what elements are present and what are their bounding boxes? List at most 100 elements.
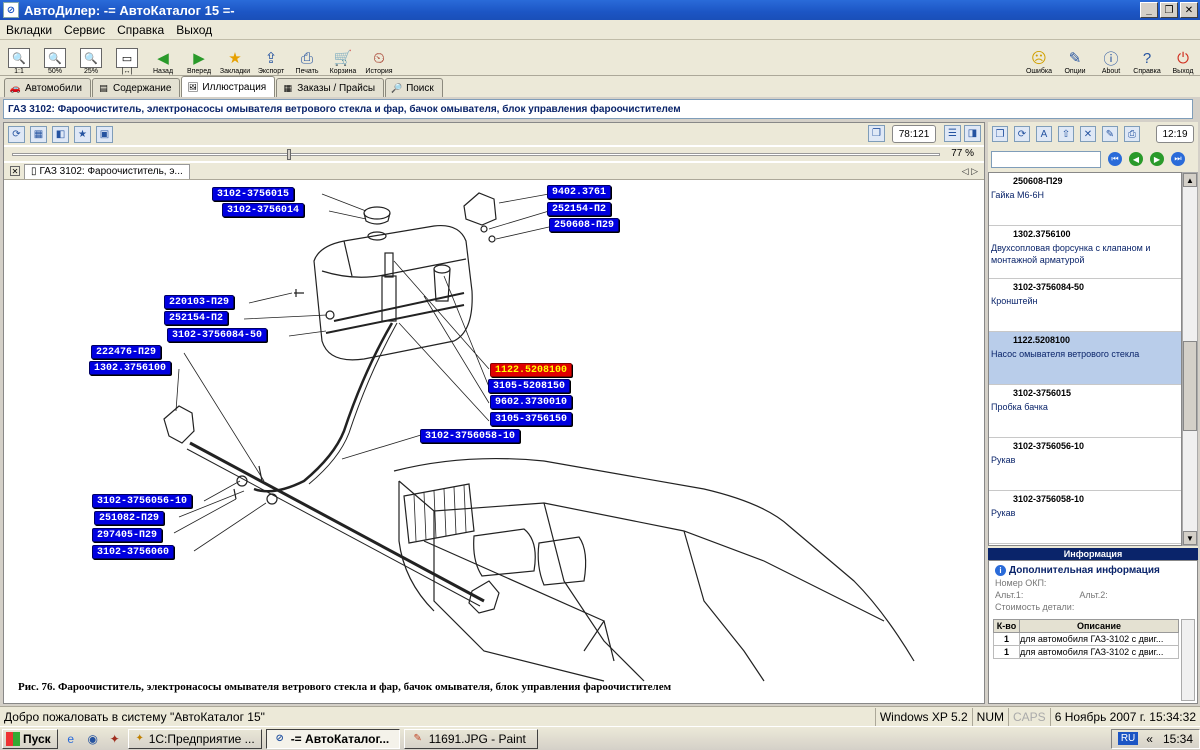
col-description: Описание xyxy=(1019,619,1179,633)
scroll-thumb[interactable] xyxy=(1183,341,1197,431)
exit-button[interactable]: ⏻Выход xyxy=(1172,49,1194,76)
export-button[interactable]: ⇪Экспорт xyxy=(257,50,285,75)
zoom-fit-button[interactable]: ▭|↔| xyxy=(110,41,144,75)
refresh-icon[interactable]: ⟳ xyxy=(8,125,25,143)
back-button[interactable]: ◀Назад xyxy=(152,50,174,75)
close-button[interactable]: ✕ xyxy=(1180,2,1198,18)
print-button[interactable]: ⎙Печать xyxy=(295,49,319,76)
options-button[interactable]: ✎Опции xyxy=(1064,50,1086,75)
history-button[interactable]: ⏲История xyxy=(365,49,393,76)
part-label-1122-5208100-selected[interactable]: 1122.5208100 xyxy=(490,363,573,377)
part-label-3102-3756060[interactable]: 3102-3756060 xyxy=(92,545,175,559)
menu-service[interactable]: Сервис xyxy=(64,22,106,37)
tab-scroll-arrows[interactable]: ◁ ▷ xyxy=(961,165,978,176)
print-icon[interactable]: ⎙ xyxy=(1124,126,1140,142)
part-label-3102-3756084-50[interactable]: 3102-3756084-50 xyxy=(167,328,268,342)
zoom-slider[interactable] xyxy=(12,149,940,160)
part-label-1302-3756100[interactable]: 1302.3756100 xyxy=(89,361,172,375)
forward-button[interactable]: ▶Вперед xyxy=(186,50,212,75)
minimize-button[interactable]: _ xyxy=(1140,2,1158,18)
menu-help[interactable]: Справка xyxy=(117,22,165,37)
table-row[interactable]: 1 для автомобиля ГАЗ-3102 с двиг... xyxy=(993,632,1179,646)
zoom-slider-thumb[interactable] xyxy=(287,149,291,160)
close-tab-icon[interactable]: ✕ xyxy=(10,166,20,176)
cart-icon: 🛒 xyxy=(333,50,353,67)
tab-illustration[interactable]: 🖼Иллюстрация xyxy=(181,76,276,97)
part-label-220103-p29[interactable]: 220103-П29 xyxy=(164,295,235,309)
layers-icon[interactable]: ◧ xyxy=(52,125,69,143)
document-tab[interactable]: ▯ГАЗ 3102: Фароочиститель, э... xyxy=(24,163,190,179)
zoom-25-button[interactable]: 🔍25% xyxy=(74,41,108,75)
menu-tabs[interactable]: Вкладки xyxy=(6,22,53,37)
part-label-252154-p2[interactable]: 252154-П2 xyxy=(547,202,612,216)
part-label-3102-3756014[interactable]: 3102-3756014 xyxy=(222,203,305,217)
task-paint[interactable]: ✎11691.JPG - Paint xyxy=(403,728,538,749)
part-label-222476-p29[interactable]: 222476-П29 xyxy=(91,345,162,359)
up-arrow-icon[interactable]: ⇧ xyxy=(1058,126,1074,142)
info-scrollbar[interactable] xyxy=(1181,619,1195,701)
next-record-icon[interactable]: ▶ xyxy=(1150,152,1164,166)
image-icon[interactable]: ▣ xyxy=(96,125,113,143)
tray-expand-icon[interactable]: « xyxy=(1146,731,1153,746)
prev-record-icon[interactable]: ◀ xyxy=(1129,152,1143,166)
scroll-down-icon[interactable]: ▼ xyxy=(1183,531,1197,545)
cart-button[interactable]: 🛒Корзина xyxy=(329,50,357,75)
part-label-251082-p29[interactable]: 251082-П29 xyxy=(94,511,165,525)
part-label-3102-3756058-10[interactable]: 3102-3756058-10 xyxy=(420,429,521,443)
task-1c[interactable]: ✦1С:Предприятие ... xyxy=(127,728,262,749)
zoom-1-1-button[interactable]: 🔍1:1 xyxy=(2,41,36,75)
part-label-3105-3756150[interactable]: 3105-3756150 xyxy=(490,412,573,426)
parts-search-input[interactable] xyxy=(991,150,1101,168)
fit-width-icon: ▭ xyxy=(116,48,138,68)
part-label-3102-3756015[interactable]: 3102-3756015 xyxy=(212,187,295,201)
first-record-icon[interactable]: ⏮ xyxy=(1108,152,1122,166)
last-record-icon[interactable]: ⏭ xyxy=(1171,152,1185,166)
bookmarks-button[interactable]: ★Закладки xyxy=(219,50,251,75)
part-label-3105-5208150[interactable]: 3105-5208150 xyxy=(488,379,571,393)
app-shortcut-icon[interactable]: ✦ xyxy=(109,731,120,746)
table-row[interactable]: 1 для автомобиля ГАЗ-3102 с двиг... xyxy=(993,645,1179,659)
tab-cars[interactable]: 🚗Автомобили xyxy=(4,78,91,97)
restore-button[interactable]: ❐ xyxy=(1160,2,1178,18)
part-label-252154-p2-b[interactable]: 252154-П2 xyxy=(164,311,229,325)
tab-search[interactable]: 🔎Поиск xyxy=(385,78,443,97)
favorite-icon[interactable]: ★ xyxy=(74,125,91,143)
part-label-9602-3730010[interactable]: 9602.3730010 xyxy=(490,395,573,409)
list-view-icon[interactable]: ☰ xyxy=(944,125,961,142)
start-button[interactable]: Пуск xyxy=(2,728,58,749)
error-report-button[interactable]: ☹Ошибка xyxy=(1025,50,1053,75)
delete-icon[interactable]: ✕ xyxy=(1080,126,1096,142)
part-label-297405-p29[interactable]: 297405-П29 xyxy=(92,528,163,542)
sort-icon[interactable]: A xyxy=(1036,126,1052,142)
copy-icon[interactable]: ❐ xyxy=(992,126,1008,142)
info-icon: i xyxy=(995,565,1006,576)
task-autocatalog[interactable]: ⊘-= АвтоКаталог... xyxy=(265,728,400,749)
ie-icon[interactable]: e xyxy=(67,731,75,746)
part-label-9402-3761[interactable]: 9402.3761 xyxy=(547,185,612,199)
zoom-50-button[interactable]: 🔍50% xyxy=(38,41,72,75)
menu-exit[interactable]: Выход xyxy=(176,22,213,37)
language-indicator[interactable]: RU xyxy=(1117,732,1139,745)
edit-icon[interactable]: ✎ xyxy=(1102,126,1118,142)
illustration-pane: ⟳ ▦ ◧ ★ ▣ ❐ 78:121 ☰ ◨ 77 % ✕ ▯ГАЗ 3102:… xyxy=(3,122,985,704)
tab-contents[interactable]: ▤Содержание xyxy=(91,78,181,97)
part-label-250608-p29[interactable]: 250608-П29 xyxy=(549,218,620,232)
grid-icon[interactable]: ▦ xyxy=(30,125,47,143)
refresh-icon[interactable]: ⟳ xyxy=(1014,126,1030,142)
tab-orders[interactable]: ▦Заказы / Прайсы xyxy=(276,78,385,97)
split-view-icon[interactable]: ◨ xyxy=(964,125,981,142)
copy-icon[interactable]: ❐ xyxy=(868,125,885,142)
scroll-up-icon[interactable]: ▲ xyxy=(1183,173,1197,187)
parts-scrollbar[interactable]: ▲ ▼ xyxy=(1182,172,1198,546)
help-button[interactable]: ?Справка xyxy=(1133,49,1161,76)
explorer-icon[interactable]: ◉ xyxy=(87,731,98,746)
part-label-3102-3756056-10[interactable]: 3102-3756056-10 xyxy=(92,494,193,508)
